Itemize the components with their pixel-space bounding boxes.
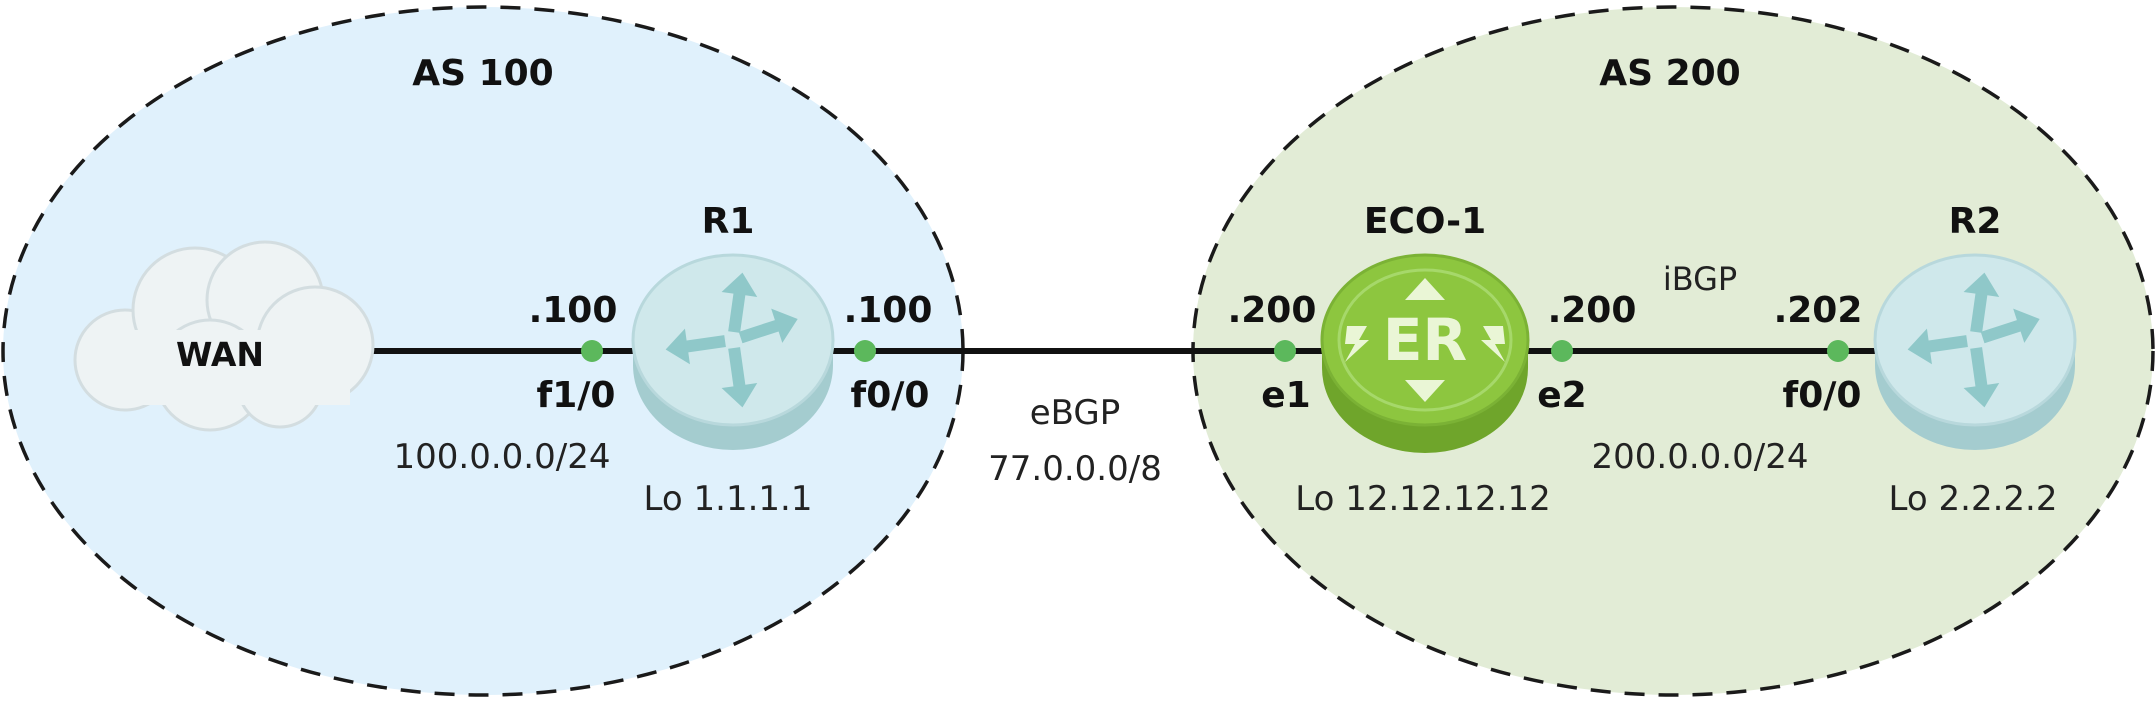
- ibgp-label: iBGP: [1663, 260, 1737, 298]
- eco1-loopback: Lo 12.12.12.12: [1295, 479, 1550, 519]
- router-icon: [631, 253, 835, 450]
- eco-router-badge: ER: [1383, 306, 1467, 374]
- eco1-right-ip: .200: [1548, 290, 1637, 331]
- eco1-left-ip: .200: [1228, 290, 1317, 331]
- wan-subnet: 100.0.0.0/24: [394, 437, 611, 477]
- r2-left-port: f0/0: [1783, 375, 1862, 416]
- r1-right-port: f0/0: [851, 375, 930, 416]
- r2-loopback: Lo 2.2.2.2: [1889, 479, 2058, 519]
- ebgp-subnet: 77.0.0.0/8: [988, 449, 1162, 489]
- r1-left-ip: .100: [529, 290, 618, 331]
- router-icon: [1873, 253, 2077, 450]
- eco1-e2-port: [1551, 340, 1573, 362]
- r1-f0-0-port: [854, 340, 876, 362]
- ebgp-label: eBGP: [1030, 393, 1121, 433]
- r1-name: R1: [702, 201, 755, 242]
- eco-router-icon: ER: [1320, 253, 1530, 453]
- r2-left-ip: .202: [1774, 290, 1863, 331]
- eco1-right-port: e2: [1537, 375, 1586, 416]
- r2-f0-0-port: [1827, 340, 1849, 362]
- eco1-name: ECO-1: [1364, 201, 1486, 242]
- ibgp-subnet: 200.0.0.0/24: [1592, 437, 1809, 477]
- cloud-icon: [73, 240, 375, 432]
- r1-loopback: Lo 1.1.1.1: [644, 479, 813, 519]
- as100-label: AS 100: [412, 53, 553, 94]
- eco1-left-port: e1: [1261, 375, 1310, 416]
- r2-name: R2: [1949, 201, 2002, 242]
- r1-right-ip: .100: [844, 290, 933, 331]
- r1-left-port: f1/0: [537, 375, 616, 416]
- as200-label: AS 200: [1599, 53, 1740, 94]
- r1-f1-0-port: [581, 340, 603, 362]
- eco1-e1-port: [1274, 340, 1296, 362]
- wan-label: WAN: [176, 335, 264, 374]
